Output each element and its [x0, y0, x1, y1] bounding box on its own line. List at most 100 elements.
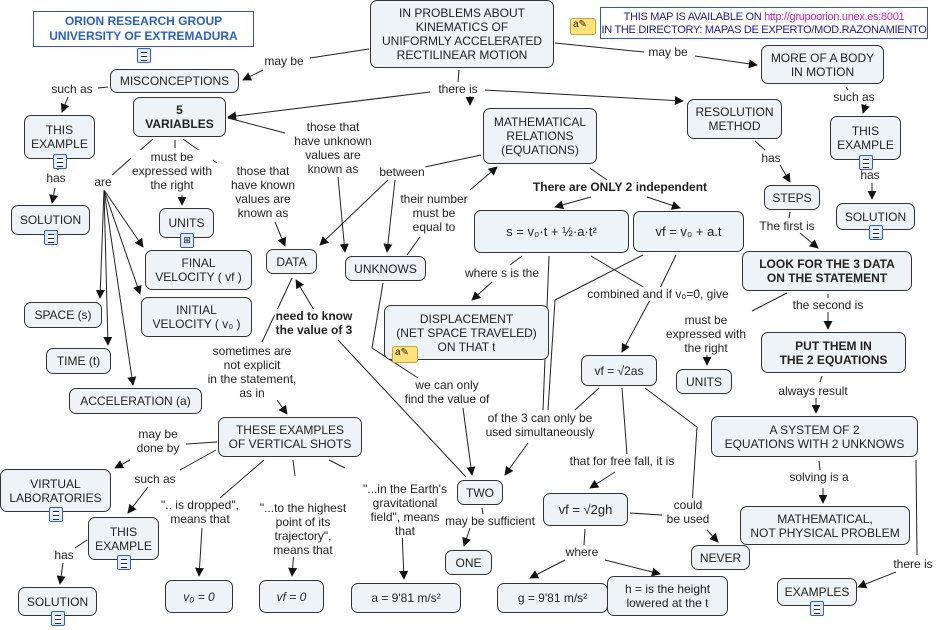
link-label-such-as-bottom: such as: [133, 472, 177, 486]
connector-line: [589, 167, 608, 181]
concept-misconceptions[interactable]: MISCONCEPTIONS: [110, 69, 239, 93]
concept-math-relations[interactable]: MATHEMATICAL RELATIONS (EQUATIONS): [483, 108, 597, 164]
link-label-where: where: [564, 545, 600, 559]
arrow-line: [504, 442, 529, 476]
document-resource-icon[interactable]: [810, 601, 824, 616]
concept-h-def[interactable]: h = is the height lowered at the t: [607, 576, 728, 616]
units-concept-map-icon[interactable]: ⊞: [180, 233, 194, 248]
arrow-line: [399, 530, 409, 580]
concept-more-body[interactable]: MORE OF A BODY IN MOTION: [761, 45, 884, 84]
concept-resolution-method[interactable]: RESOLUTION METHOD: [687, 99, 782, 139]
connector-line: [371, 347, 419, 379]
concept-steps[interactable]: STEPS: [764, 185, 820, 210]
link-label-between: between: [378, 165, 426, 179]
connector-line: [788, 211, 791, 219]
connector-line: [74, 539, 88, 549]
concept-virtual-labs[interactable]: VIRTUAL LABORATORIES: [0, 469, 111, 512]
link-label-could-be-used: could be used: [665, 498, 711, 526]
document-resource-icon[interactable]: [859, 155, 873, 170]
orion-group-header: ORION RESEARCH GROUP UNIVERSITY OF EXTRE…: [33, 11, 254, 47]
concept-math-problem[interactable]: MATHEMATICAL, NOT PHYSICAL PROBLEM: [740, 506, 910, 545]
arrow-line: [337, 176, 349, 253]
concept-units-left[interactable]: UNITS: [159, 208, 214, 238]
connector-line: [406, 236, 421, 256]
connector-line: [219, 459, 265, 499]
concept-acceleration[interactable]: ACCELERATION (a): [69, 388, 202, 414]
connector-line: [915, 459, 918, 556]
concept-v0-zero[interactable]: v₀ = 0: [165, 580, 233, 613]
document-resource-icon[interactable]: [117, 555, 131, 570]
concept-displacement[interactable]: DISPLACEMENT (NET SPACE TRAVELED) ON THA…: [384, 305, 549, 360]
connector-line: [590, 255, 646, 289]
concept-a-value[interactable]: a = 9'81 m/s²: [351, 583, 461, 613]
document-resource-icon[interactable]: [51, 611, 65, 626]
concept-eq-vf-2gh[interactable]: vf = √2gh: [543, 493, 628, 526]
arrow-line: [103, 189, 144, 248]
link-label-earth: "...in the Earth's gravitational field",…: [362, 482, 448, 538]
concept-data[interactable]: DATA: [266, 249, 317, 274]
link-label-always-result: always result: [777, 384, 849, 398]
concept-units-right[interactable]: UNITS: [676, 369, 732, 394]
link-label-must-units-right: must be expressed with the right: [664, 313, 748, 355]
concept-five-variables[interactable]: 5 VARIABLES: [133, 97, 226, 137]
connector-line: [659, 254, 677, 289]
document-resource-icon[interactable]: [53, 154, 67, 169]
link-label-has-bottom: has: [53, 548, 75, 562]
arrow-line: [127, 486, 149, 514]
concept-this-example-left[interactable]: THIS EXAMPLE: [24, 115, 95, 159]
annotation-note-icon[interactable]: a✎: [570, 18, 596, 35]
connector-line: [845, 86, 849, 91]
concept-final-velocity[interactable]: FINAL VELOCITY ( vf ): [145, 250, 252, 290]
concept-look-for[interactable]: LOOK FOR THE 3 DATA ON THE STATEMENT: [742, 251, 912, 291]
document-resource-icon[interactable]: [44, 230, 58, 245]
link-label-first-is: The first is: [758, 219, 816, 233]
concept-system[interactable]: A SYSTEM OF 2 EQUATIONS WITH 2 UNKNOWS: [711, 416, 918, 457]
concept-eq-space[interactable]: s = v₀·t + ½·a·t²: [474, 210, 629, 253]
arrow-line: [274, 221, 287, 247]
arrow-line: [554, 196, 592, 210]
link-label-known: those that have known values are known a…: [229, 164, 297, 220]
connector-line: [583, 528, 586, 546]
concept-this-example-right[interactable]: THIS EXAMPLE: [830, 116, 901, 160]
concept-never[interactable]: NEVER: [691, 545, 750, 570]
connector-line: [554, 42, 645, 53]
concept-eq-velocity[interactable]: vf = v₀ + a.t: [633, 211, 744, 252]
arrow-line: [319, 179, 389, 246]
concept-initial-velocity[interactable]: INITIAL VELOCITY ( v₀ ): [141, 297, 252, 337]
arrow-line: [469, 166, 498, 191]
link-label-of-the-3: of the 3 can only be used simultaneously: [484, 411, 596, 439]
concept-one[interactable]: ONE: [445, 550, 492, 575]
arrow-line: [103, 189, 113, 346]
arrow-line: [276, 399, 288, 415]
concept-unknows[interactable]: UNKNOWS: [345, 256, 426, 281]
link-label-may-be-left: may be: [263, 54, 305, 68]
arrow-line: [604, 559, 661, 577]
concept-vf-zero[interactable]: vf = 0: [259, 580, 324, 613]
concept-main[interactable]: IN PROBLEMS ABOUT KINEMATICS OF UNIFORML…: [370, 0, 554, 68]
arrow-line: [589, 471, 616, 489]
arrow-line: [646, 196, 681, 210]
concept-eq-vf-2as[interactable]: vf = √2as: [581, 355, 657, 386]
concept-vertical-shots[interactable]: THESE EXAMPLES OF VERTICAL SHOTS: [218, 417, 362, 457]
link-label-need-to-know: need to know the value of 3: [274, 309, 354, 337]
link-label-may-be-done-by: may be done by: [135, 427, 181, 455]
concept-put-them[interactable]: PUT THEM IN THE 2 EQUATIONS: [761, 332, 906, 373]
link-label-highest: "...to the highest point of its trajecto…: [258, 501, 348, 557]
concept-g-value[interactable]: g = 9'81 m/s²: [497, 583, 608, 613]
annotation-note-icon[interactable]: a✎: [392, 346, 418, 363]
availability-url[interactable]: http://grupoorion.unex.es:8001: [764, 11, 905, 23]
document-resource-icon[interactable]: [869, 225, 883, 240]
link-label-sometimes: sometimes are not explicit in the statem…: [206, 344, 298, 400]
arrow-line: [60, 96, 70, 113]
arrow-line: [103, 189, 142, 295]
concept-space[interactable]: SPACE (s): [24, 302, 102, 328]
connector-line: [97, 86, 109, 89]
link-label-unknown: those that have unknown values are known…: [293, 120, 373, 176]
concept-time[interactable]: TIME (t): [46, 348, 111, 374]
document-resource-icon[interactable]: [49, 507, 63, 522]
concept-two[interactable]: TWO: [457, 480, 503, 505]
link-label-there-is: there is: [437, 82, 479, 96]
concept-this-example-bottom[interactable]: THIS EXAMPLE: [88, 517, 159, 560]
arrow-line: [462, 527, 471, 547]
document-resource-icon[interactable]: [137, 48, 151, 63]
